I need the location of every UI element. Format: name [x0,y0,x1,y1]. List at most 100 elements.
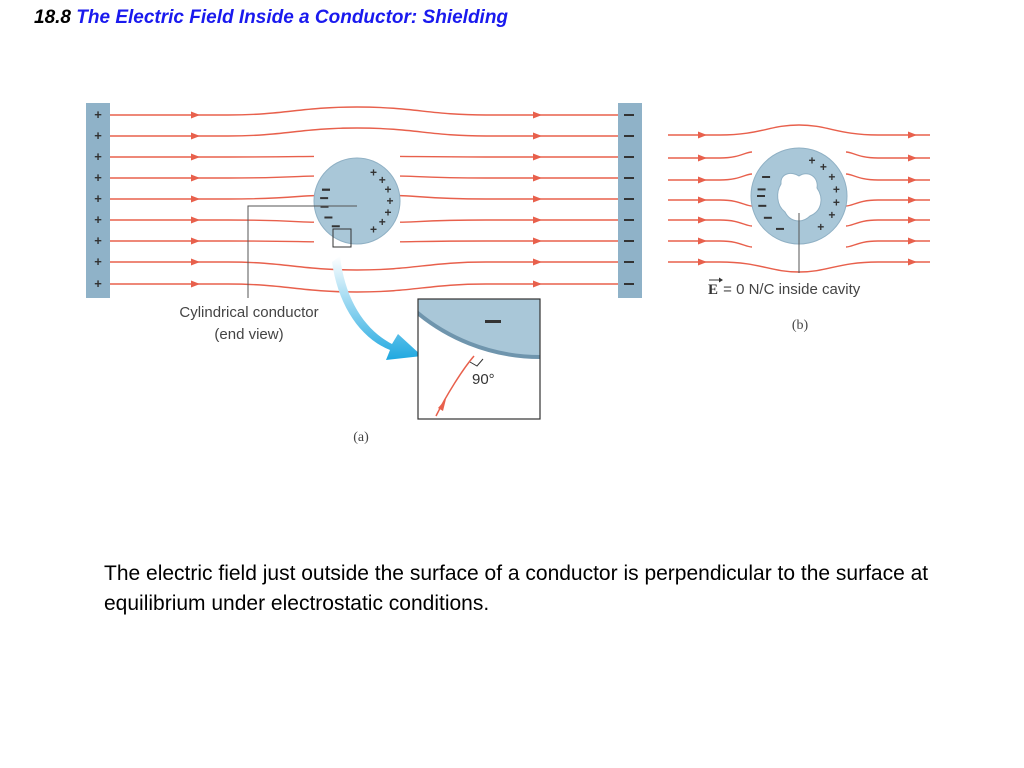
field-arrow [908,258,917,266]
zoom-inset: 90° [417,298,541,420]
minus-charge [624,198,634,200]
minus-charge [762,176,771,178]
field-arrow [908,154,917,162]
plus-charge: + [385,183,392,197]
plus-charge: + [94,233,102,248]
field-arrow [533,258,542,266]
plus-charge: + [94,149,102,164]
minus-charge [763,216,772,219]
field-line [668,240,930,248]
field-arrow [191,111,200,119]
field-line [668,199,930,207]
panel-a: +++++++++ +++++++ 90° Cylindrical conduc… [86,103,642,445]
field-line [668,151,930,159]
plus-charge: + [817,220,824,234]
section-number: 18.8 [34,7,71,28]
caption: The electric field just outside the surf… [104,562,929,615]
slide-title: 18.8 The Electric Field Inside a Conduct… [34,7,508,29]
minus-charge [624,219,634,221]
zoom-region-box [332,228,352,248]
field-arrow [191,174,200,182]
plus-charge: + [370,165,377,179]
minus-charge [776,227,784,230]
minus-charge [324,216,333,219]
field-line [110,194,618,200]
plus-charge: + [94,254,102,269]
conductor-surface-charges: +++++++ [320,165,394,237]
plus-charge: + [828,170,835,184]
minus-charge [624,156,634,158]
field-arrow [533,174,542,182]
field-arrow [533,111,542,119]
hollow-conductor-charges: +++++++ [757,153,840,234]
minus-charge [331,225,340,228]
field-arrow [191,132,200,140]
plus-charge: + [94,128,102,143]
field-arrow [533,195,542,203]
plus-charge: + [386,194,393,208]
minus-charge [320,205,329,208]
minus-charge [624,114,634,116]
field-arrow [908,176,917,184]
field-lines-a [110,106,618,293]
field-arrow [698,216,707,224]
minus-charge [624,240,634,242]
vector-arrow-head [719,277,723,283]
plus-charge: + [379,173,386,187]
field-arrow [908,196,917,204]
field-arrow [191,237,200,245]
field-arrow [908,237,917,245]
title-text: The Electric Field Inside a Conductor: S… [76,7,509,28]
angle-label: 90° [472,371,495,388]
minus-charge [320,197,329,200]
callout-arrow [332,256,422,360]
plus-charge: + [808,153,815,167]
plus-charge: + [370,223,377,237]
plus-charge: + [94,191,102,206]
field-line [668,173,930,181]
field-arrow [698,176,707,184]
field-line [110,155,618,158]
panel-a-sublabel: (a) [353,430,369,445]
plus-charge: + [94,170,102,185]
conductor-leader-line [247,205,357,298]
field-arrow [533,216,542,224]
field-arrow [698,154,707,162]
conductor-label-line1: Cylindrical conductor [179,304,318,321]
field-arrow [698,258,707,266]
minus-charge [757,195,765,197]
negative-plate [618,103,642,298]
zoom-inset-border [417,298,541,420]
field-arrow [191,216,200,224]
field-arrow [908,216,917,224]
zoom-field-arrow [438,399,446,411]
field-arrow [533,132,542,140]
plus-charge: + [94,276,102,291]
panel-b: +++++++ E = 0 N/C inside cavity (b) [668,124,930,333]
field-line [110,175,618,179]
plus-charge: + [94,212,102,227]
plus-charge: + [833,196,840,210]
empty-cavity [777,172,822,222]
positive-plate [86,103,110,298]
field-arrow [191,195,200,203]
field-lines-b [668,124,930,273]
field-line [110,127,618,137]
field-line [110,283,618,293]
zoom-conductor-surface [418,299,540,359]
right-angle-marker [469,358,484,367]
field-arrow [533,237,542,245]
field-line [668,124,930,136]
plus-charge: + [379,215,386,229]
plus-charge: + [820,160,827,174]
minus-charge [624,261,634,263]
field-arrow [533,153,542,161]
plus-charge: + [833,182,840,196]
field-arrow [191,280,200,288]
cavity-label: = 0 N/C inside cavity [719,281,861,298]
minus-charge [624,177,634,179]
minus-charge [624,283,634,285]
field-line [668,219,930,227]
field-arrow [191,258,200,266]
